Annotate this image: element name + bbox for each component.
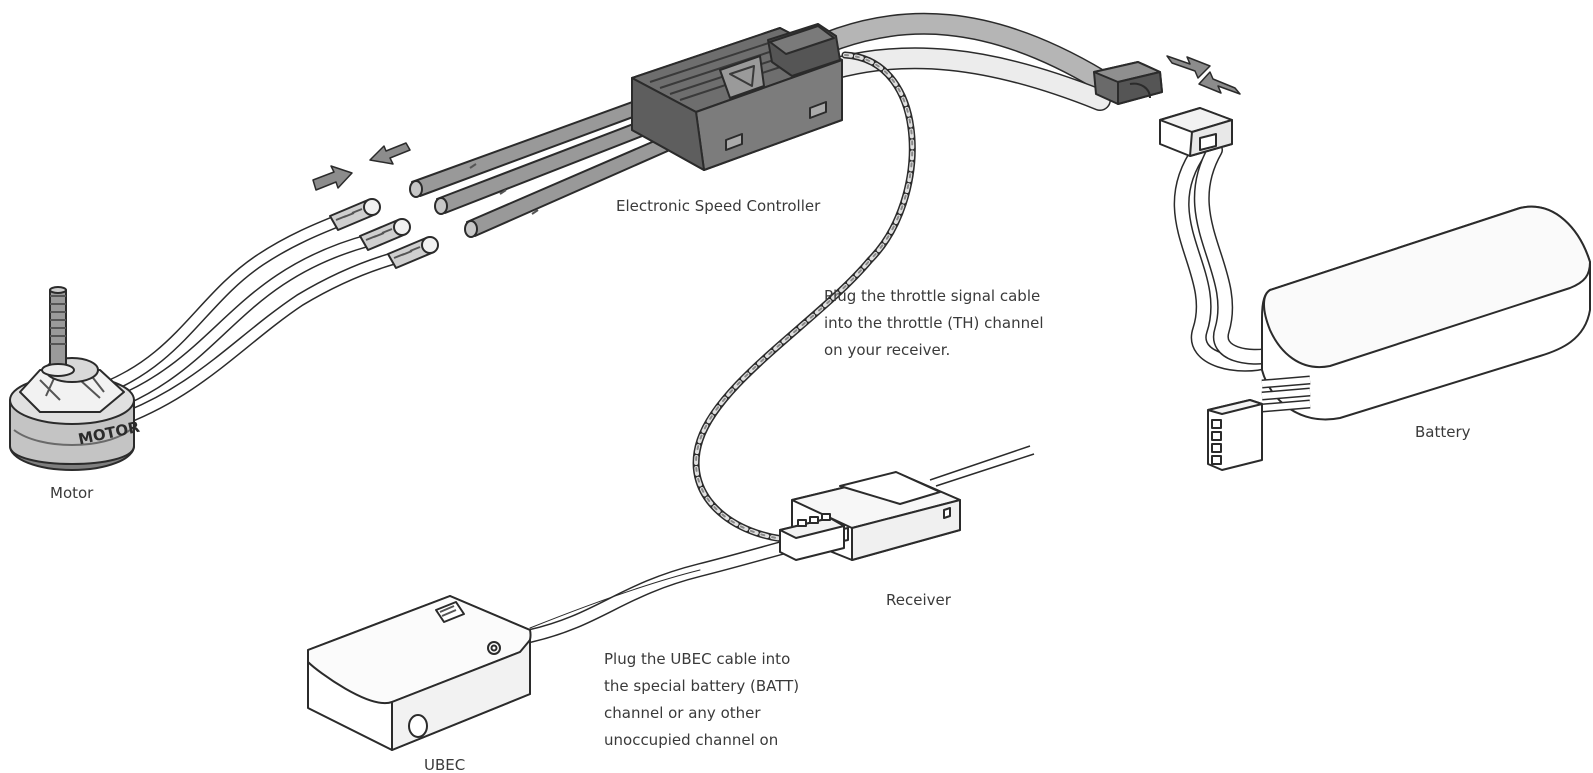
ubec-label: UBEC — [424, 756, 465, 773]
receiver-label: Receiver — [886, 591, 952, 609]
battery-connect-arrows — [1166, 55, 1241, 95]
throttle-note-line-3: on your receiver. — [824, 341, 951, 359]
battery-leads — [1173, 142, 1280, 372]
esc-body — [631, 23, 843, 171]
ubec-note-line-1: Plug the UBEC cable into — [604, 650, 791, 668]
ubec-note-line-2: the special battery (BATT) — [604, 677, 800, 695]
ubec-note-line-3: channel or any other — [604, 704, 761, 722]
motor-body: MOTOR — [9, 286, 142, 471]
esc-battery-connector — [1093, 61, 1163, 105]
receiver-body — [791, 471, 961, 561]
ubec-note-line-4: unoccupied channel on — [604, 731, 779, 749]
receiver-antenna — [929, 445, 1035, 487]
motor-connect-arrows — [312, 142, 411, 191]
battery-body — [1261, 205, 1591, 421]
throttle-note-line-1: Plug the throttle signal cable — [824, 287, 1041, 305]
throttle-note-line-2: into the throttle (TH) channel — [824, 314, 1044, 332]
esc-motor-leads — [409, 91, 689, 238]
battery-connector — [1159, 107, 1233, 157]
ubec-cable-note: Plug the UBEC cable into the special bat… — [604, 646, 799, 754]
battery-label: Battery — [1415, 423, 1471, 441]
throttle-signal-cable — [692, 51, 916, 544]
motor-wires — [93, 213, 402, 427]
motor-bullet-connectors — [329, 198, 439, 269]
receiver-plugs — [779, 513, 845, 561]
throttle-cable-note: Plug the throttle signal cable into the … — [824, 283, 1044, 364]
ubec-cable — [523, 533, 819, 643]
battery-balance-lead — [1207, 375, 1311, 471]
esc-label: Electronic Speed Controller — [616, 197, 821, 215]
ubec-body — [307, 595, 532, 751]
motor-label: Motor — [50, 484, 94, 502]
